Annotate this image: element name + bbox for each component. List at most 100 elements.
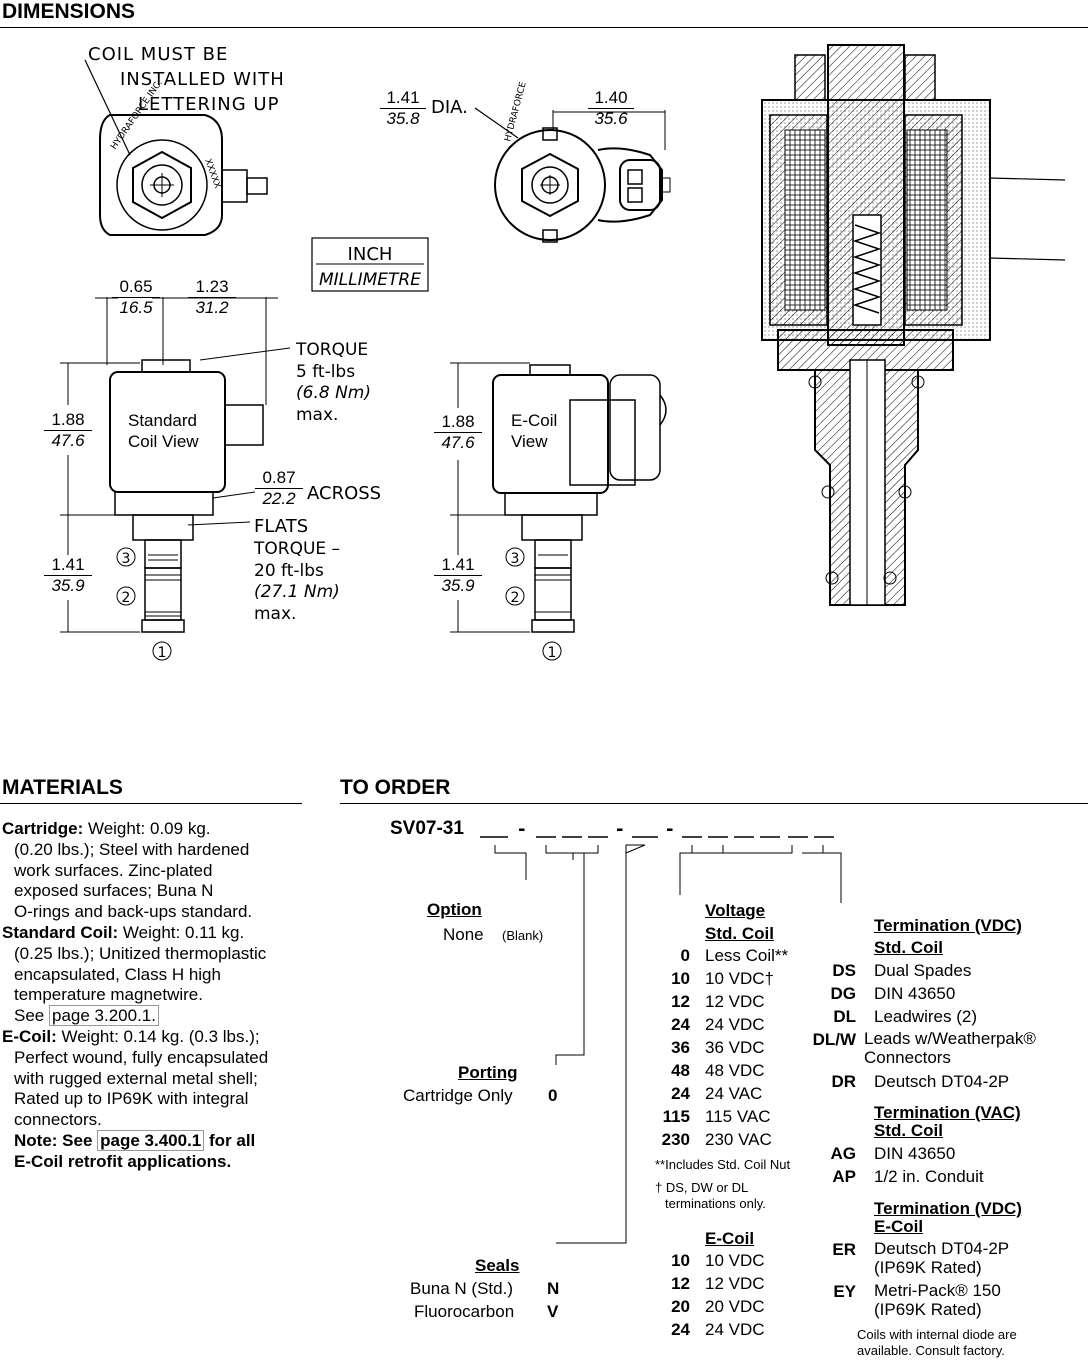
seals-code-0: N — [547, 1279, 560, 1298]
termination-vac-sub: Std. Coil — [874, 1121, 943, 1140]
voltage-title: Voltage — [705, 901, 766, 920]
unit-legend-box — [311, 237, 429, 292]
materials-body: Cartridge: Weight: 0.09 kg. (0.20 lbs.);… — [2, 819, 312, 1173]
porting-title: Porting — [458, 1063, 518, 1082]
termination-vdc-title: Termination (VDC) — [874, 916, 1022, 935]
side-view-standard-coil — [60, 297, 291, 633]
option-code: (Blank) — [502, 928, 544, 943]
cartridge-line: Cartridge: Weight: 0.09 kg. — [2, 819, 211, 838]
side-view-e-coil — [450, 362, 667, 633]
top-view-e-coil: HYDRAFORCE — [474, 81, 671, 243]
dim-dia-label: DIA. — [431, 97, 468, 118]
port-1-ecoil: 1 — [548, 645, 557, 661]
port-2-std: 2 — [122, 590, 131, 606]
dimensions-heading: DIMENSIONS — [2, 0, 136, 23]
seals-item-0: Buna N (Std.) — [410, 1279, 513, 1298]
across-label: ACROSS — [307, 483, 382, 504]
svg-text:-: - — [616, 819, 623, 840]
coil-note-line1: COIL MUST BE — [88, 44, 228, 65]
torque-top-note: TORQUE 5 ft-lbs (6.8 Nm) max. — [296, 340, 371, 426]
seals-code-1: V — [547, 1302, 559, 1321]
porting-item: Cartridge Only — [403, 1086, 513, 1105]
termination-ecoil-title: Termination (VDC) — [874, 1199, 1022, 1218]
port-1-std: 1 — [158, 645, 167, 661]
option-item: None — [443, 925, 484, 944]
svg-text:-: - — [666, 819, 673, 840]
port-3-ecoil: 3 — [511, 551, 520, 567]
termination-ecoil-sub: E-Coil — [874, 1217, 924, 1236]
standard-coil-line: Standard Coil: Weight: 0.11 kg. — [2, 922, 245, 942]
voltage-ecoil-title: E-Coil — [705, 1229, 755, 1248]
port-2-ecoil: 2 — [511, 590, 520, 606]
voltage-footnote-1: **Includes Std. Coil Nut — [655, 1157, 791, 1172]
termination-footnote: Coils with internal diode are available.… — [857, 1327, 1017, 1358]
model-code: SV07-31 — [390, 818, 464, 839]
to-order-rule — [340, 803, 1088, 804]
to-order-heading: TO ORDER — [340, 776, 451, 799]
flats-label: FLATS — [254, 516, 309, 537]
top-view-standard-coil: COIL MUST BE INSTALLED WITH LETTERING UP… — [84, 44, 285, 236]
coil-note-line3: LETTERING UP — [138, 94, 279, 115]
cross-section-view — [761, 44, 1066, 606]
port-markers: 3 2 1 3 2 1 — [116, 547, 562, 661]
unit-legend-inch: INCH — [348, 244, 393, 265]
materials-heading: MATERIALS — [2, 776, 123, 799]
ecoil-line: E-Coil: Weight: 0.14 kg. (0.3 lbs.); — [2, 1026, 260, 1046]
voltage-std-title: Std. Coil — [705, 924, 774, 943]
termination-vac-title: Termination (VAC) — [874, 1103, 1021, 1122]
seals-title: Seals — [475, 1256, 520, 1275]
svg-text:-: - — [518, 819, 525, 840]
ecoil-brand-text: HYDRAFORCE — [503, 81, 529, 143]
dimension-drawing: COIL MUST BE INSTALLED WITH LETTERING UP… — [60, 44, 1066, 661]
port-3-std: 3 — [122, 551, 131, 567]
order-code-diagram: - - - — [480, 819, 842, 1244]
seals-item-1: Fluorocarbon — [414, 1302, 515, 1321]
torque-bottom-note: TORQUE – 20 ft-lbs (27.1 Nm) max. — [254, 539, 341, 625]
porting-code: 0 — [548, 1086, 558, 1105]
materials-rule — [0, 803, 302, 804]
dimensions-rule — [0, 27, 1088, 28]
coil-note-line2: INSTALLED WITH — [120, 69, 285, 90]
unit-legend-mm: MILLIMETRE — [319, 270, 421, 290]
voltage-footnote-2b: terminations only. — [665, 1196, 766, 1211]
link-page-3-400-1[interactable]: page 3.400.1 — [97, 1129, 205, 1151]
option-title: Option — [427, 900, 482, 919]
link-page-3-200-1[interactable]: page 3.200.1. — [48, 1005, 159, 1027]
